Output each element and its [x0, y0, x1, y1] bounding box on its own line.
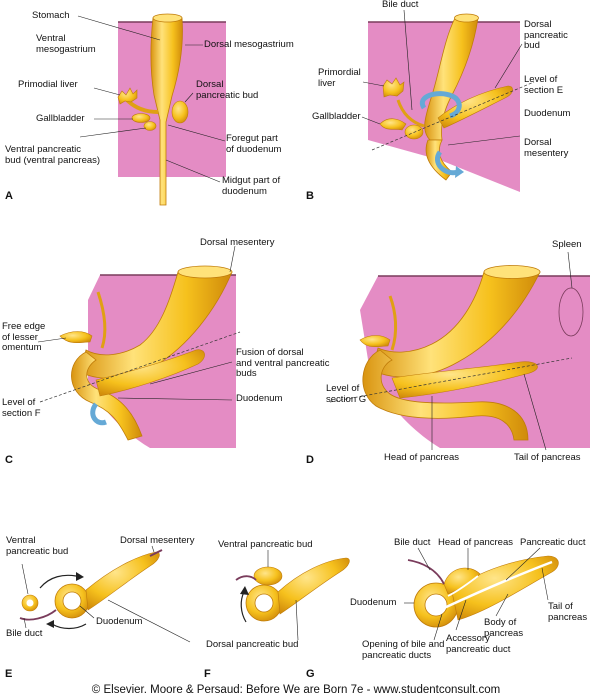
- label-a-foregut-duodenum: Foregut part of duodenum: [226, 133, 282, 155]
- panel-d-section-line: [329, 357, 573, 403]
- label-b-gallbladder: Gallbladder: [312, 111, 361, 122]
- label-c-free-edge: Free edge of lesser omentum: [2, 321, 46, 353]
- label-b-dorsal-pancreatic-bud: Dorsal pancreatic bud: [524, 19, 568, 51]
- label-g-bile-duct: Bile duct: [394, 537, 431, 548]
- panel-d-bile-duct: [388, 295, 398, 351]
- panel-b-rotation-arrow-upper: [419, 91, 462, 119]
- label-f-dorsal-pancreatic-bud: Dorsal pancreatic bud: [206, 639, 299, 650]
- panel-b-stomach-opening: [454, 13, 479, 23]
- panel-g-illustration: [404, 547, 559, 641]
- label-e-bile-duct: Bile duct: [6, 628, 43, 639]
- label-b-bile-duct: Bile duct: [382, 0, 419, 10]
- label-g-tail-of-pancreas: Tail of pancreas: [548, 601, 588, 623]
- panel-a-dorsal-bud: [171, 100, 189, 124]
- panel-f-letter: F: [204, 668, 211, 680]
- panel-a-letter: A: [5, 190, 13, 202]
- panel-e-rotation-arrow-lower: [51, 623, 87, 630]
- label-d-level-section-g: Level of section G: [326, 383, 367, 405]
- panel-c-rotation-arrow: [90, 402, 107, 426]
- panel-c-pancreas: [95, 349, 205, 397]
- panel-d-pancreas: [391, 361, 538, 399]
- label-a-stomach: Stomach: [32, 10, 70, 21]
- panel-b-primordial-liver: [382, 77, 405, 98]
- label-a-dorsal-pancreatic-bud: Dorsal pancreatic bud: [196, 79, 259, 101]
- panel-g-accessory-duct: [447, 575, 479, 597]
- label-a-gallbladder: Gallbladder: [36, 113, 85, 124]
- panel-f-ventral-bud: [253, 566, 283, 586]
- panel-b-gallbladder: [379, 118, 407, 131]
- label-g-head-of-pancreas: Head of pancreas: [438, 537, 513, 548]
- panel-g-bile-duct: [407, 559, 445, 585]
- panel-c-duodenum: [71, 351, 143, 441]
- panel-a-ventral-bud: [143, 121, 157, 131]
- panel-d-duodenum: [362, 349, 529, 441]
- panel-e-rotation-arrow-upper: [39, 574, 77, 589]
- panel-a-stomach: [150, 17, 183, 206]
- label-a-midgut-duodenum: Midgut part of duodenum: [222, 175, 281, 197]
- panel-a-primordial-liver: [117, 87, 138, 105]
- panel-g-pancreas: [451, 555, 559, 621]
- label-c-duodenum: Duodenum: [236, 393, 283, 404]
- label-g-pancreatic-duct: Pancreatic duct: [520, 537, 586, 548]
- panel-g-pancreas-head: [443, 567, 481, 595]
- panel-e-dorsal-bud: [85, 551, 160, 611]
- panel-b-letter: B: [306, 190, 314, 202]
- panel-f-dorsal-bud: [277, 557, 350, 615]
- panel-c-gallbladder: [59, 331, 93, 344]
- label-c-dorsal-mesentery: Dorsal mesentery: [200, 237, 275, 248]
- label-g-duodenum: Duodenum: [350, 597, 397, 608]
- label-a-ventral-pancreatic-bud: Ventral pancreatic bud (ventral pancreas…: [5, 144, 101, 166]
- panel-b-rotation-arrow-lower: [434, 150, 459, 176]
- panel-a-stomach-opening: [152, 13, 183, 23]
- panel-c-letter: C: [5, 454, 13, 466]
- label-b-duodenum: Duodenum: [524, 108, 571, 119]
- panel-f-bile-duct: [235, 575, 257, 581]
- panel-d-letter: D: [306, 454, 314, 466]
- label-g-opening-ducts: Opening of bile and pancreatic ducts: [362, 639, 445, 661]
- label-d-head-of-pancreas: Head of pancreas: [384, 452, 459, 463]
- panel-f-rotation-arrow: [240, 591, 247, 623]
- panel-b-section-line: [371, 81, 535, 151]
- label-f-ventral-pancreatic-bud: Ventral pancreatic bud: [218, 539, 313, 550]
- label-e-dorsal-mesentery: Dorsal mesentery: [120, 535, 195, 546]
- label-c-fusion: Fusion of dorsal and ventral pancreatic …: [236, 347, 330, 379]
- panel-e-illustration: [19, 545, 191, 643]
- panel-g-main-duct: [443, 560, 553, 610]
- label-a-primordial-liver: Primodial liver: [18, 79, 78, 90]
- label-b-primordial-liver: Primordial liver: [318, 67, 361, 89]
- label-g-body-of-pancreas: Body of pancreas: [484, 617, 524, 639]
- panel-f-illustration: [235, 550, 350, 641]
- panel-c-bile-duct: [96, 291, 107, 349]
- panel-e-letter: E: [5, 668, 13, 680]
- label-b-level-section-e: Level of section E: [524, 74, 564, 96]
- label-c-level-section-f: Level of section F: [2, 397, 41, 419]
- panel-d-gallbladder: [359, 335, 391, 348]
- panel-d-spleen: [558, 287, 584, 337]
- panel-a-gallbladder: [131, 113, 151, 123]
- panel-g-letter: G: [306, 668, 315, 680]
- panel-b-illustration: [361, 9, 535, 192]
- label-e-duodenum: Duodenum: [96, 616, 143, 627]
- label-b-dorsal-mesentery: Dorsal mesentery: [524, 137, 569, 159]
- panel-d-stomach-opening: [483, 265, 541, 279]
- panel-d-illustration: [329, 251, 590, 451]
- panel-a-illustration: [77, 13, 226, 206]
- panel-e-dorsal-mesentery: [149, 549, 163, 557]
- panel-c-illustration: [37, 245, 241, 448]
- label-a-dorsal-mesogastrium: Dorsal mesogastrium: [204, 39, 294, 50]
- copyright-credit: © Elsevier. Moore & Persaud: Before We a…: [91, 684, 501, 696]
- panel-c-stomach-opening: [177, 265, 233, 279]
- label-g-accessory-duct: Accessory pancreatic duct: [446, 633, 511, 655]
- panel-e-bile-duct: [19, 609, 57, 621]
- label-a-ventral-mesogastrium: Ventral mesogastrium: [36, 33, 96, 55]
- label-d-tail-of-pancreas: Tail of pancreas: [514, 452, 581, 463]
- panel-b-bile-duct: [396, 99, 425, 128]
- panel-c-section-line: [39, 331, 241, 403]
- label-d-spleen: Spleen: [552, 239, 582, 250]
- label-e-ventral-pancreatic-bud: Ventral pancreatic bud: [6, 535, 69, 557]
